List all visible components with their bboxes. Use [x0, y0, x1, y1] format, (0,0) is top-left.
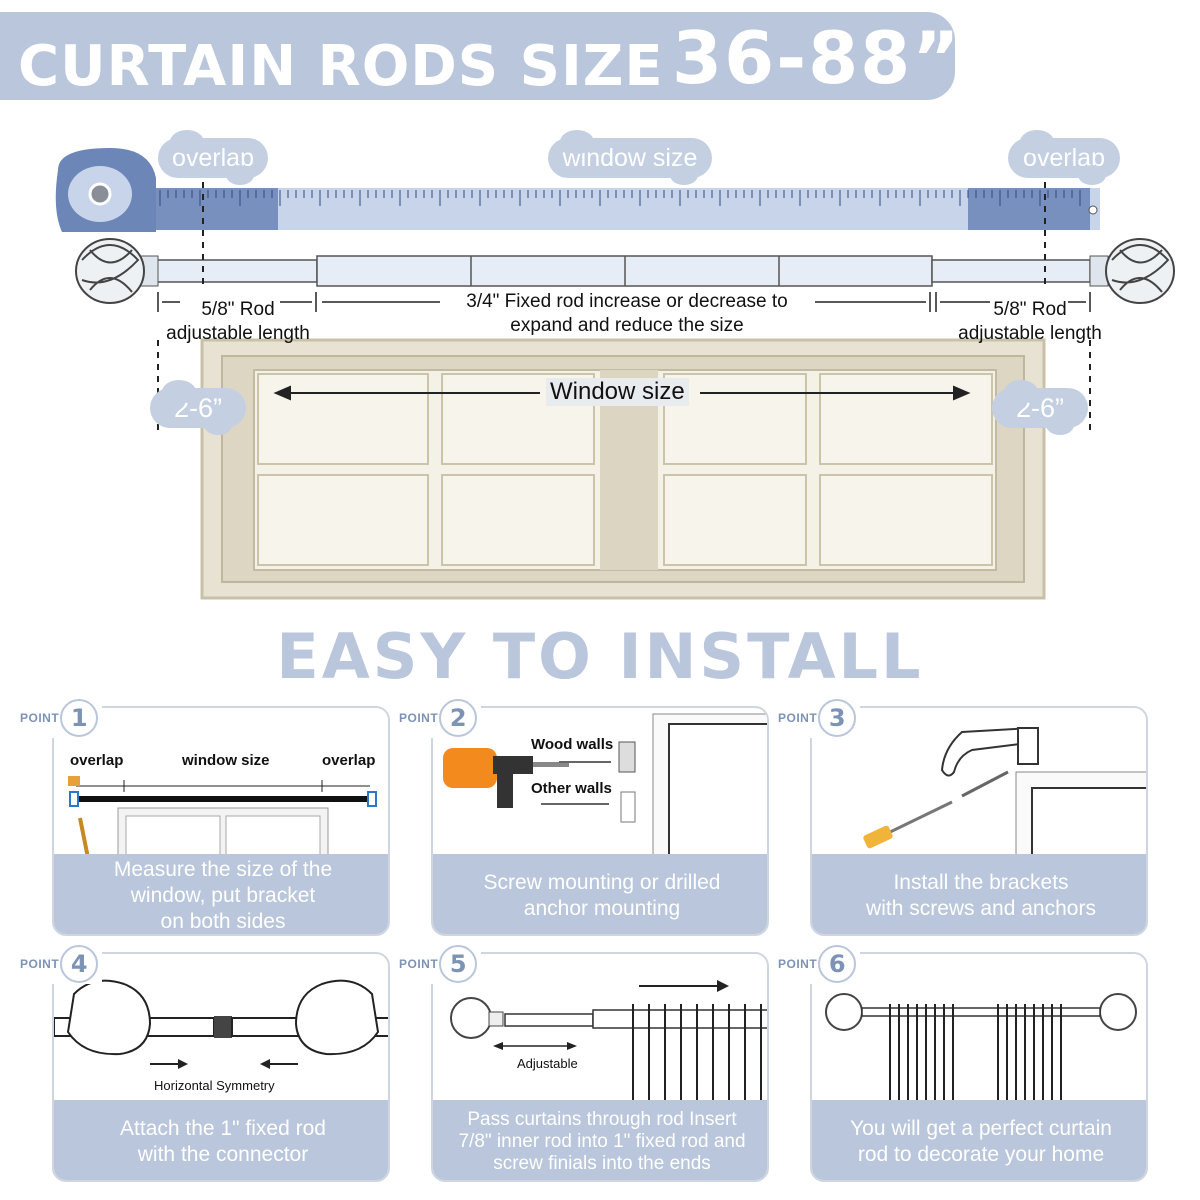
tape-measure-icon: [55, 148, 1100, 232]
step5-caption-line3: screw finials into the ends: [493, 1153, 711, 1174]
point-word: POINT: [20, 957, 60, 971]
rod-diagram-graphic: [55, 148, 1175, 600]
step1-caption-line1: Measure the size of the: [113, 858, 333, 881]
step5-caption-line2: 7/8" inner rod into 1" fixed rod and: [458, 1131, 746, 1152]
step-number: 6: [818, 945, 857, 983]
right-rod-line1: 5/8" Rod: [993, 299, 1067, 320]
point-word: POINT: [399, 711, 439, 725]
curtain-rod-graphic: [75, 238, 1175, 304]
gap-left-cloud: 2-6”: [150, 380, 246, 435]
step-number: 1: [60, 699, 99, 737]
install-section-title: EASY TO INSTALL: [276, 620, 924, 693]
step2-other-walls: Other walls: [531, 780, 612, 797]
step-card-3: Install the brackets with screws and anc…: [810, 706, 1148, 936]
fixed-rod-label: 3/4" Fixed rod increase or decrease to e…: [440, 290, 814, 338]
left-rod-line2: adjustable length: [166, 323, 310, 344]
step6-badge: POINT 6: [778, 944, 861, 984]
step5-caption: Pass curtains through rod Insert 7/8" in…: [433, 1100, 767, 1180]
step5-badge: POINT 5: [399, 944, 482, 984]
window-size-cloud: window size: [548, 130, 712, 185]
gap-left-label: 2-6”: [173, 393, 222, 423]
step2-caption-line1: Screw mounting or drilled: [483, 871, 721, 894]
step2-caption: Screw mounting or drilled anchor mountin…: [433, 854, 767, 934]
step-card-6: You will get a perfect curtain rod to de…: [810, 952, 1148, 1182]
size-range: 36-88”: [672, 16, 962, 100]
step4-symmetry-label: Horizontal Symmetry: [154, 1078, 275, 1093]
step5-adjustable-label: Adjustable: [517, 1056, 578, 1071]
window-size-cloud-label: window size: [562, 144, 698, 172]
left-rod-label: 5/8" Rod adjustable length: [160, 298, 316, 346]
step1-caption-line2: window, put bracket: [130, 884, 316, 907]
point-word: POINT: [778, 957, 818, 971]
point-word: POINT: [20, 711, 60, 725]
rod-size-diagram: overlap window size overlap 5/8" Rod adj…: [0, 130, 1200, 610]
fixed-rod-line2: expand and reduce the size: [510, 315, 744, 336]
step-number: 5: [439, 945, 478, 983]
step1-overlap-right: overlap: [322, 752, 376, 769]
curtain-rod-insert-illustration: [450, 980, 767, 1102]
fixed-rod-line1: 3/4" Fixed rod increase or decrease to: [466, 291, 788, 312]
step6-caption-line1: You will get a perfect curtain: [850, 1117, 1112, 1140]
overlap-right-label: overlap: [1023, 144, 1105, 172]
step2-wood-walls: Wood walls: [531, 736, 614, 753]
step4-caption-line1: Attach the 1" fixed rod: [120, 1117, 326, 1140]
step3-caption-line1: Install the brackets: [893, 871, 1069, 894]
step1-caption-line3: on both sides: [160, 910, 286, 933]
step2-caption-line2: anchor mounting: [523, 897, 681, 920]
overlap-left-label: overlap: [172, 144, 254, 172]
drill-mounting-illustration: [443, 713, 767, 858]
step-card-5: Adjustable Pass curtains through rod Ins…: [431, 952, 769, 1182]
step5-caption-line1: Pass curtains through rod Insert: [467, 1109, 737, 1130]
step-number: 2: [439, 699, 478, 737]
measure-window-illustration: [68, 776, 377, 858]
point-word: POINT: [778, 711, 818, 725]
step1-window-size: window size: [182, 752, 270, 769]
gap-right-cloud: 2-6”: [992, 380, 1088, 435]
step1-overlap-left: overlap: [70, 752, 124, 769]
overlap-right-cloud: overlap: [1008, 130, 1120, 185]
step-card-4: Horizontal Symmetry Attach the 1" fixed …: [52, 952, 390, 1182]
connector-illustration: [54, 979, 388, 1069]
step-number: 3: [818, 699, 857, 737]
point-word: POINT: [399, 957, 439, 971]
right-rod-line2: adjustable length: [958, 323, 1102, 344]
step-number: 4: [60, 945, 99, 983]
step3-caption: Install the brackets with screws and anc…: [812, 854, 1146, 934]
step6-caption-line2: rod to decorate your home: [857, 1143, 1105, 1166]
step-card-2: Wood walls Other walls Screw mounting or…: [431, 706, 769, 936]
step4-caption: Attach the 1" fixed rod with the connect…: [54, 1100, 388, 1180]
page-title: CURTAIN RODS SIZE: [18, 34, 664, 99]
step4-caption-line2: with the connector: [137, 1143, 309, 1166]
step-card-1: overlap window size overlap Measure the …: [52, 706, 390, 936]
gap-right-label: 2-6”: [1015, 393, 1064, 423]
step6-caption: You will get a perfect curtain rod to de…: [812, 1100, 1146, 1180]
step1-caption: Measure the size of the window, put brac…: [54, 854, 388, 934]
step3-caption-line2: with screws and anchors: [866, 897, 1096, 920]
header-banner: CURTAIN RODS SIZE 36-88”: [0, 12, 960, 100]
left-rod-line1: 5/8" Rod: [201, 299, 275, 320]
step3-badge: POINT 3: [778, 698, 861, 738]
bracket-install-illustration: [863, 726, 1146, 858]
step1-badge: POINT 1: [20, 698, 103, 738]
right-rod-label: 5/8" Rod adjustable length: [955, 298, 1105, 346]
step4-badge: POINT 4: [20, 944, 103, 984]
window-size-label: Window size: [546, 378, 689, 406]
overlap-left-cloud: overlap: [158, 130, 268, 185]
finished-curtain-illustration: [825, 993, 1137, 1100]
step2-badge: POINT 2: [399, 698, 482, 738]
